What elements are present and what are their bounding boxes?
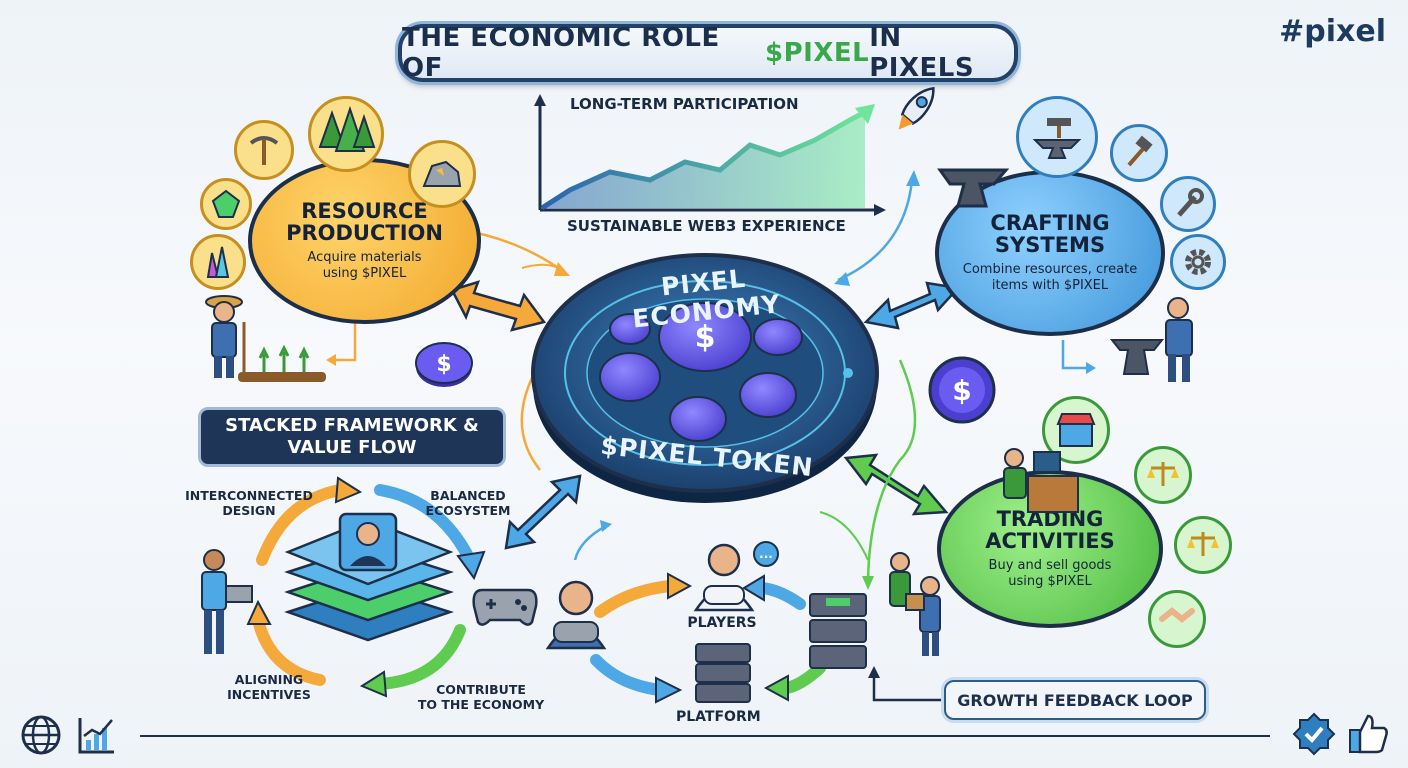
server-stack-icon [806,588,870,674]
resource-title-line1: RESOURCE [301,200,427,222]
wrench-icon [1160,176,1216,232]
svg-text:$: $ [436,352,451,377]
ore-icon [408,140,476,208]
resource-title-line2: PRODUCTION [286,222,443,244]
server-icon [692,640,754,706]
anvil-hammer-icon [1016,96,1098,178]
coin-icon-left: $ [414,340,474,390]
svg-text:...: ... [759,547,773,561]
traders-illustration [886,552,946,658]
gem-icon [200,178,252,230]
scales-icon [1134,446,1192,504]
contribute-line1: CONTRIBUTE [408,682,554,697]
thumbs-up-icon [1346,712,1390,756]
player-avatar-center: ... [690,540,780,614]
handshake-icon [1148,590,1206,648]
merchant-illustration [1000,446,1080,516]
contribute-line2: TO THE ECONOMY [408,697,554,712]
farmer-illustration [198,292,328,384]
platform-label: PLATFORM [676,710,760,725]
stacked-layers-illustration [278,500,460,650]
trading-title-line2: ACTIVITIES [985,530,1114,552]
anvil-icon [936,156,1010,216]
svg-text:$: $ [952,374,971,407]
chart-icon [76,714,118,756]
pickaxe-icon [234,120,294,180]
resource-desc-line2: using $PIXEL [323,266,407,282]
center-coin-symbol: $ [690,320,720,355]
blacksmith-illustration [1108,290,1208,386]
gear-icon [1170,234,1226,290]
aligning-incentives-label: ALIGNING INCENTIVES [224,672,314,702]
trading-desc-line2: using $PIXEL [1008,574,1092,590]
crafting-desc-line2: items with $PIXEL [992,278,1108,294]
trading-desc-line1: Buy and sell goods [989,558,1112,574]
framework-title: STACKED FRAMEWORK & VALUE FLOW [198,407,506,467]
players-label: PLAYERS [686,616,758,631]
aligning-line2: INCENTIVES [224,687,314,702]
crafting-title-line2: SYSTEMS [995,234,1105,256]
growth-feedback-loop-label: GROWTH FEEDBACK LOOP [944,680,1206,720]
framework-title-line2: VALUE FLOW [288,437,417,459]
crystal-icon [190,234,246,290]
aligning-line1: ALIGNING [224,672,314,687]
globe-icon [20,714,62,756]
gamepad-icon [472,582,538,630]
verified-badge-icon [1292,712,1336,756]
resource-desc-line1: Acquire materials [307,250,421,266]
crafting-desc-line1: Combine resources, create [963,262,1137,278]
contribute-label: CONTRIBUTE TO THE ECONOMY [408,682,554,712]
framework-title-line1: STACKED FRAMEWORK & [225,415,479,437]
player-avatar-left [544,576,608,656]
hammer-icon [1110,124,1168,182]
person-with-laptop [192,546,258,658]
coin-icon-right: $ [928,356,996,424]
scales-icon-2 [1174,516,1232,574]
trees-icon [308,96,384,172]
